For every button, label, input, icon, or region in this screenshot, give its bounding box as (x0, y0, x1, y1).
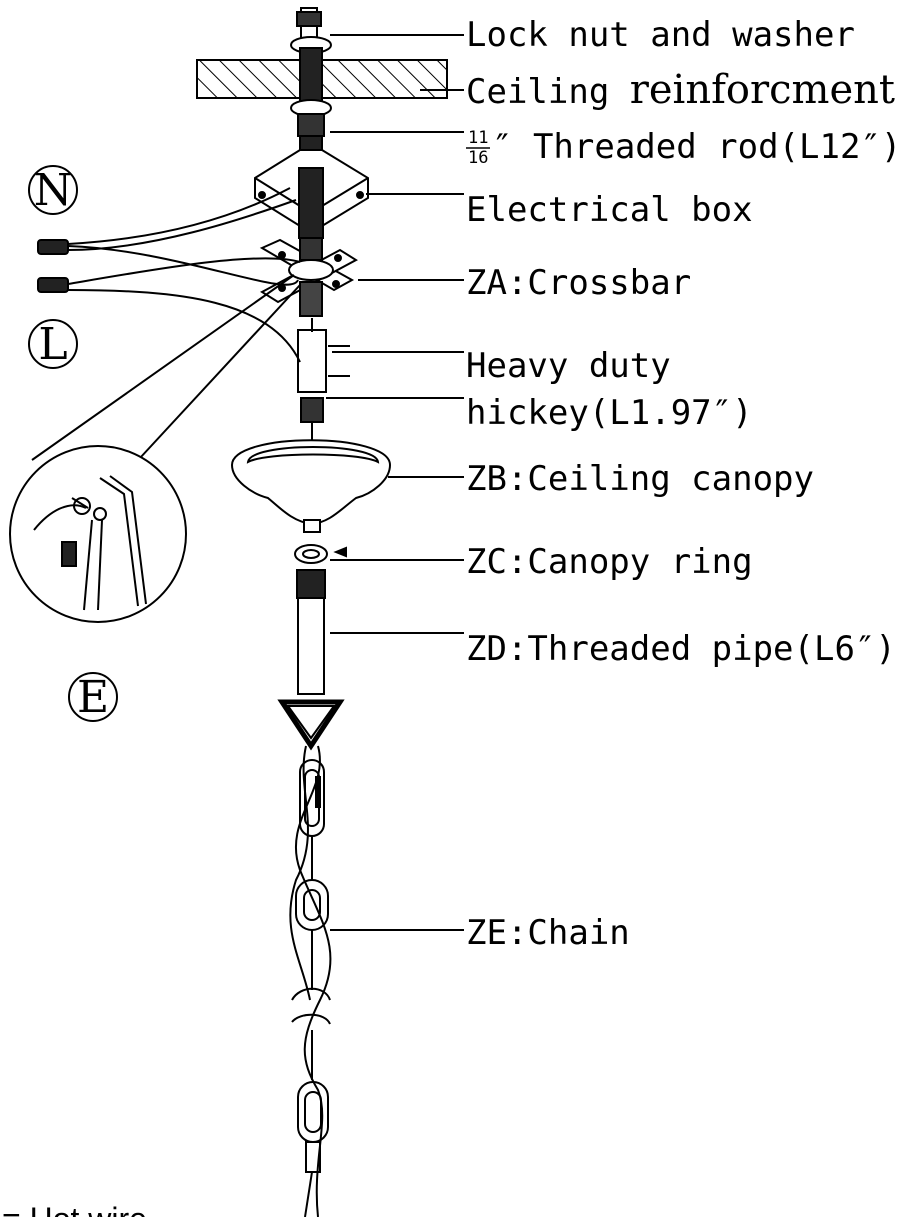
hickey-label-line2: hickey(L1.97″) (466, 393, 753, 433)
canopy-ring-label: ZC:Canopy ring (466, 542, 753, 582)
threaded-rod-label: ″ Threaded rod(L12″) (492, 127, 901, 167)
earth-marker-label: E (77, 672, 109, 723)
ground-detail (9, 274, 301, 623)
ceiling-label: Ceiling reinforcment (466, 67, 895, 113)
earth-marker: E (68, 672, 118, 723)
crossbar (259, 237, 358, 317)
canopy-label: ZB:Ceiling canopy (466, 459, 814, 499)
threaded-pipe (296, 569, 326, 695)
cord (294, 745, 332, 1218)
electrical-box-label: Electrical box (466, 190, 753, 230)
supply-wires (67, 187, 301, 363)
rod-fraction-den: 16 (468, 148, 488, 168)
live-marker: L (28, 319, 78, 370)
threaded-rod (290, 7, 332, 157)
neutral-marker: N (28, 165, 78, 216)
cord-2 (289, 745, 311, 1001)
hickey (297, 318, 350, 440)
neutral-marker-label: N (34, 165, 73, 216)
canopy-ring (294, 544, 347, 564)
ceiling-canopy (230, 439, 392, 533)
leader-lines (326, 34, 464, 931)
wire-connectors (37, 239, 69, 293)
crossbar-label: ZA:Crossbar (466, 263, 691, 303)
threaded-pipe-label: ZD:Threaded pipe(L6″) (466, 629, 896, 669)
chain (277, 699, 345, 1218)
lock-nut-label: Lock nut and washer (466, 15, 855, 55)
rod-fraction-num: 11 (468, 128, 488, 148)
live-marker-label: L (38, 319, 67, 370)
electrical-box (254, 149, 369, 239)
footer-note: = Hot wire (2, 1201, 147, 1217)
hickey-label-line1: Heavy duty (466, 346, 671, 386)
chain-label: ZE:Chain (466, 913, 630, 953)
